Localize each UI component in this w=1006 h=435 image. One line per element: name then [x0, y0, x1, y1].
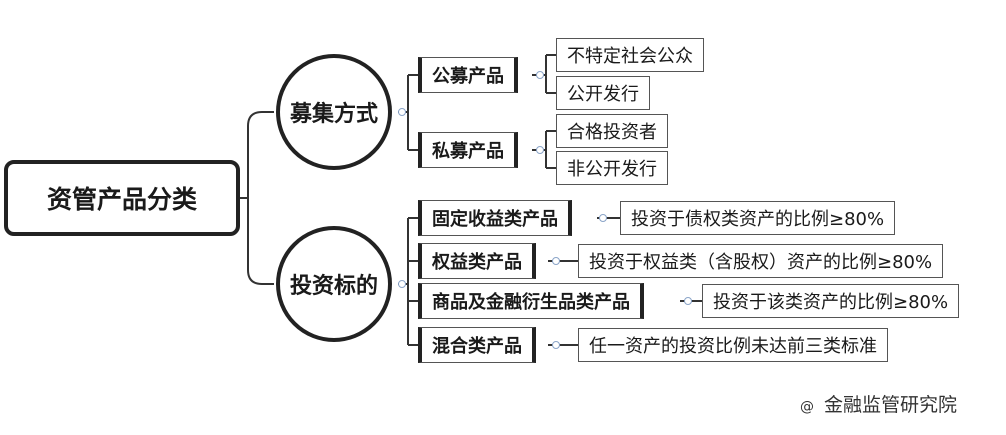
collapse-dot [552, 341, 560, 349]
category-commodity-derivatives: 商品及金融衍生品类产品 [418, 283, 644, 319]
watermark-text: 金融监管研究院 [824, 394, 958, 416]
detail-mixed-criteria: 任一资产的投资比例未达前三类标准 [578, 328, 888, 362]
detail-unspecified-public: 不特定社会公众 [556, 38, 704, 72]
collapse-dot [684, 297, 692, 305]
category-mixed: 混合类产品 [418, 327, 536, 363]
branch-node-fundraising: 募集方式 [276, 54, 392, 170]
detail-equity-ratio: 投资于权益类（含股权）资产的比例≥80% [578, 244, 944, 278]
collapse-dot [536, 71, 544, 79]
branch-node-investment-target: 投资标的 [276, 226, 392, 342]
category-equity: 权益类产品 [418, 243, 536, 279]
collapse-dot [552, 257, 560, 265]
collapse-dot [398, 280, 406, 288]
category-public-offering: 公募产品 [418, 57, 518, 93]
connector-root-branch-1 [240, 111, 274, 199]
collapse-dot [398, 108, 406, 116]
detail-commodity-ratio: 投资于该类资产的比例≥80% [702, 284, 960, 318]
watermark: @ 金融监管研究院 [800, 390, 957, 417]
collapse-dot [599, 214, 607, 222]
detail-non-public-issuance: 非公开发行 [556, 151, 668, 185]
root-node: 资管产品分类 [4, 160, 240, 236]
category-fixed-income: 固定收益类产品 [418, 200, 572, 236]
collapse-dot [536, 146, 544, 154]
detail-public-issuance: 公开发行 [556, 76, 650, 110]
category-private-offering: 私募产品 [418, 132, 518, 168]
connector-root-branch-2 [247, 198, 274, 285]
watermark-prefix: @ [800, 399, 814, 415]
detail-fixed-income-ratio: 投资于债权类资产的比例≥80% [620, 201, 896, 235]
detail-qualified-investors: 合格投资者 [556, 114, 668, 148]
